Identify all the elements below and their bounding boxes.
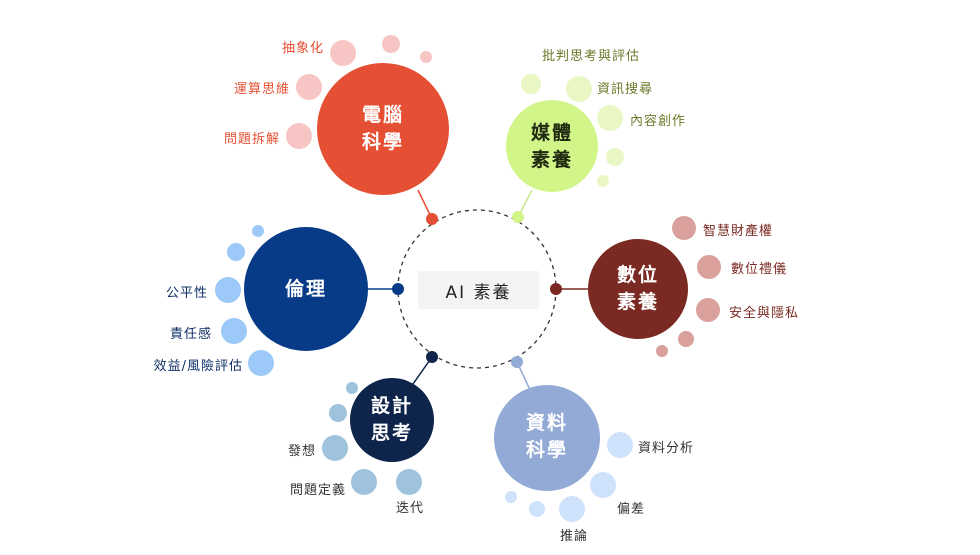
dot-data [511, 356, 523, 368]
hub-title-line: 科學 [361, 131, 404, 153]
item-label-design: 問題定義 [289, 483, 346, 498]
dot-design [426, 351, 438, 363]
bubbles-digital [656, 216, 721, 357]
bubble [382, 35, 400, 53]
hub-title-design: 設計 思考 [352, 393, 432, 447]
item-label-media: 批判思考與評估 [542, 49, 641, 64]
bubbles-media [521, 74, 624, 187]
hub-title-ethics: 倫理 [266, 276, 346, 303]
bubble [590, 472, 616, 498]
dot-media [512, 211, 524, 223]
hub-design[interactable] [350, 378, 434, 462]
bubbles-cs [286, 35, 432, 149]
bubble [330, 40, 356, 66]
item-label-digital: 數位禮儀 [731, 262, 788, 277]
hub-cs[interactable] [317, 63, 449, 195]
bubble [697, 255, 721, 279]
item-label-digital: 安全與隱私 [729, 306, 800, 321]
item-label-ethics: 責任感 [169, 327, 212, 342]
item-label-ethics: 公平性 [165, 286, 208, 301]
bubble [529, 501, 545, 517]
bubble [420, 51, 432, 63]
item-label-design: 迭代 [396, 501, 425, 516]
hub-digital[interactable] [588, 239, 688, 339]
item-label-data: 偏差 [617, 502, 646, 517]
item-label-design: 發想 [287, 444, 316, 459]
bubbles-design [322, 382, 422, 495]
bubble [597, 175, 609, 187]
item-label-data: 推論 [560, 529, 589, 544]
bubble [597, 105, 623, 131]
item-label-digital: 智慧財產權 [703, 224, 774, 239]
bubble [329, 404, 347, 422]
bubble [252, 225, 264, 237]
item-label-cs: 抽象化 [281, 41, 324, 56]
item-label-cs: 運算思維 [233, 82, 290, 97]
item-label-media: 資訊搜尋 [597, 82, 654, 97]
bubble [215, 277, 241, 303]
hub-ethics[interactable] [244, 227, 368, 351]
hub-title-line: 素養 [530, 149, 573, 171]
dot-cs [426, 213, 438, 225]
hub-title-digital: 數位 素養 [598, 262, 678, 316]
bubble [227, 243, 245, 261]
item-label-cs: 問題拆解 [223, 132, 280, 147]
hub-title-line: 科學 [525, 439, 568, 461]
item-label-data: 資料分析 [638, 441, 695, 456]
bubble [521, 74, 541, 94]
center-label: AI 素養 [445, 282, 512, 303]
bubbles-data [505, 432, 633, 522]
bubble [696, 298, 720, 322]
bubble [606, 148, 624, 166]
bubble [505, 491, 517, 503]
item-label-ethics: 效益/風險評估 [153, 359, 243, 374]
hub-data[interactable] [494, 385, 600, 491]
hub-title-line: 設計 [370, 395, 413, 417]
bubble [351, 469, 377, 495]
bubble [396, 469, 422, 495]
bubble [656, 345, 668, 357]
hub-title-media: 媒體 素養 [512, 120, 592, 174]
hub-title-data: 資料 科學 [507, 410, 587, 464]
bubble [559, 496, 585, 522]
bubble [346, 382, 358, 394]
hub-title-line: 資料 [525, 412, 568, 434]
center-label-box: AI 素養 [418, 271, 539, 309]
bubble [678, 331, 694, 347]
dot-ethics [392, 283, 404, 295]
hub-title-line: 數位 [616, 264, 659, 286]
hub-title-cs: 電腦 科學 [343, 102, 423, 156]
bubbles-ethics [215, 225, 274, 376]
bubble [248, 350, 274, 376]
item-label-media: 內容創作 [630, 114, 687, 129]
bubble [672, 216, 696, 240]
bubble [566, 76, 592, 102]
hub-title-line: 倫理 [284, 278, 327, 300]
hub-title-line: 素養 [616, 291, 659, 313]
bubble [322, 435, 348, 461]
hub-title-line: 媒體 [530, 122, 573, 144]
hub-title-line: 電腦 [361, 104, 404, 126]
hub-title-line: 思考 [370, 422, 413, 444]
dot-digital [550, 283, 562, 295]
bubble [296, 74, 322, 100]
bubble [286, 123, 312, 149]
bubble [221, 318, 247, 344]
hub-media[interactable] [506, 100, 598, 192]
bubble [607, 432, 633, 458]
